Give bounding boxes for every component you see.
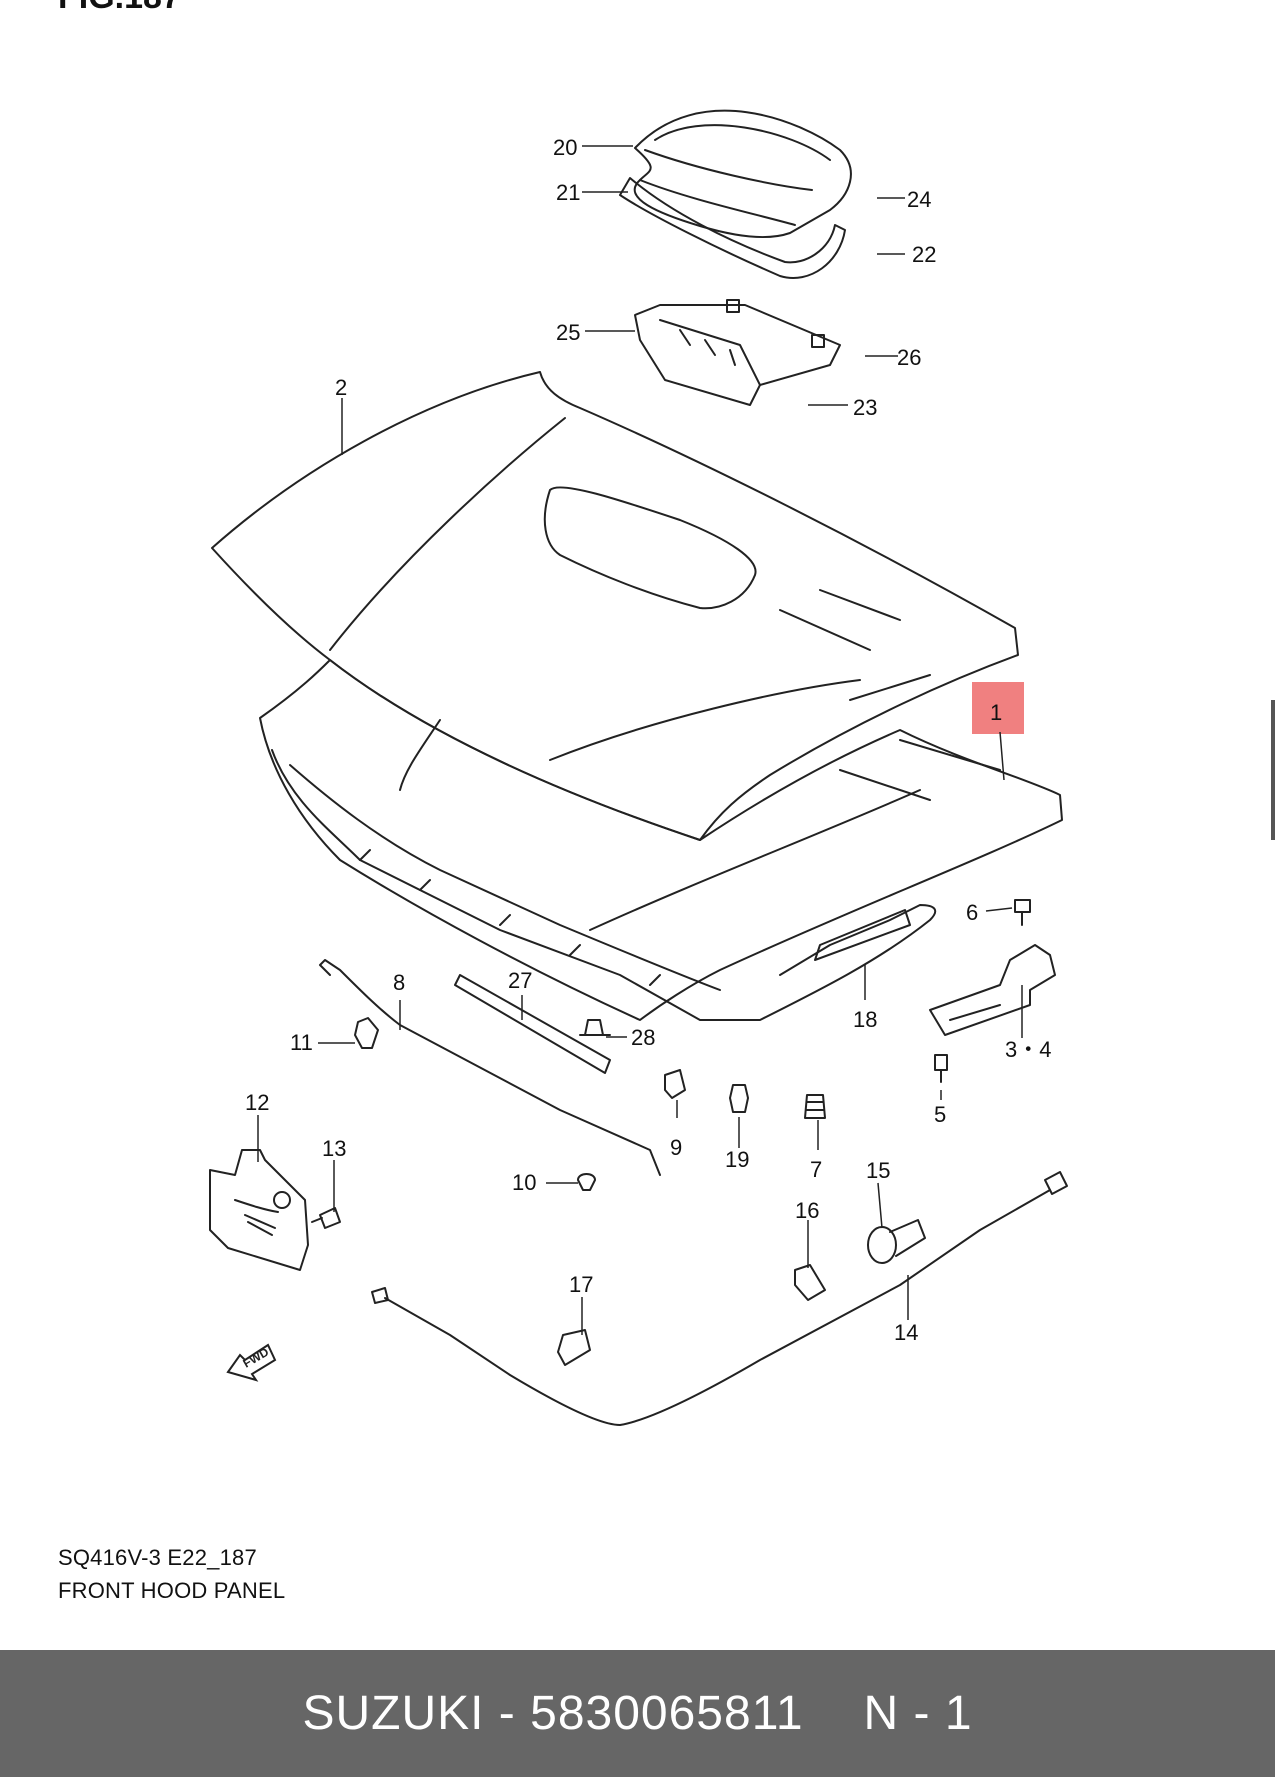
callout-20: 20: [553, 135, 577, 160]
leader-lines: [257, 145, 1023, 1335]
callout-6: 6: [966, 900, 978, 925]
part-rod-holder: [354, 1017, 379, 1049]
callout-1: 1: [990, 700, 1002, 725]
part-cushion: [804, 1094, 826, 1119]
callout-24: 24: [907, 187, 931, 212]
part-stud-5: [934, 1054, 948, 1083]
part-hood-frame: [271, 749, 937, 1021]
footer-bar: SUZUKI - 5830065811 N - 1: [0, 1650, 1275, 1777]
callout-3-4: 3・4: [1005, 1037, 1051, 1062]
part-hood-scoop: [633, 109, 852, 239]
callout-21: 21: [556, 180, 580, 205]
part-hood-latch: [209, 1149, 309, 1271]
callout-11: 11: [290, 1030, 313, 1055]
part-scoop-bracket: [634, 299, 841, 406]
part-bumper-10: [577, 1173, 596, 1191]
callout-18: 18: [853, 1007, 877, 1032]
model-code-caption: SQ416V-3 E22_187: [58, 1545, 257, 1570]
callout-12: 12: [245, 1090, 269, 1115]
callout-23: 23: [853, 395, 877, 420]
callout-15: 15: [866, 1158, 890, 1183]
part-hood-panel: [259, 659, 1063, 1021]
footer-position: N - 1: [863, 1687, 973, 1740]
callout-16: 16: [795, 1198, 819, 1223]
part-clip-9: [664, 1069, 686, 1099]
callout-17: 17: [569, 1272, 593, 1297]
callout-13: 13: [322, 1136, 346, 1161]
callout-27: 27: [508, 968, 532, 993]
callout-2: 2: [335, 375, 347, 400]
callout-8: 8: [393, 970, 405, 995]
part-scoop-gasket: [619, 177, 846, 279]
part-release-cable: [371, 1171, 1068, 1426]
part-clip-17: [557, 1329, 591, 1366]
part-clip-19: [729, 1084, 749, 1113]
part-clip-28: [579, 1019, 611, 1036]
exploded-parts-diagram: FIG.187: [58, 0, 1068, 1426]
callout-7: 7: [810, 1157, 822, 1182]
part-bolt-6: [1014, 899, 1031, 926]
section-name-caption: FRONT HOOD PANEL: [58, 1578, 286, 1603]
callout-25: 25: [556, 320, 580, 345]
part-hood-hinge: [929, 944, 1056, 1036]
callout-22: 22: [912, 242, 936, 267]
part-seal-strip: [454, 974, 611, 1074]
part-latch-bolt: [311, 1207, 341, 1229]
callout-26: 26: [897, 345, 921, 370]
fwd-arrow-icon: FWD: [226, 1343, 277, 1382]
edge-scroll-indicator[interactable]: [1271, 700, 1275, 840]
figure-title: FIG.187: [58, 0, 181, 16]
callout-19: 19: [725, 1147, 749, 1172]
callout-5: 5: [934, 1102, 946, 1127]
callout-9: 9: [670, 1135, 682, 1160]
callout-10: 10: [512, 1170, 536, 1195]
part-clamp-16: [794, 1264, 826, 1301]
callout-14: 14: [894, 1320, 918, 1345]
callout-28: 28: [631, 1025, 655, 1050]
footer-part-number: SUZUKI - 5830065811: [302, 1687, 804, 1740]
callout-highlight: [972, 682, 1024, 734]
part-grommet: [867, 1219, 926, 1264]
part-hood-outer: [211, 371, 1019, 841]
